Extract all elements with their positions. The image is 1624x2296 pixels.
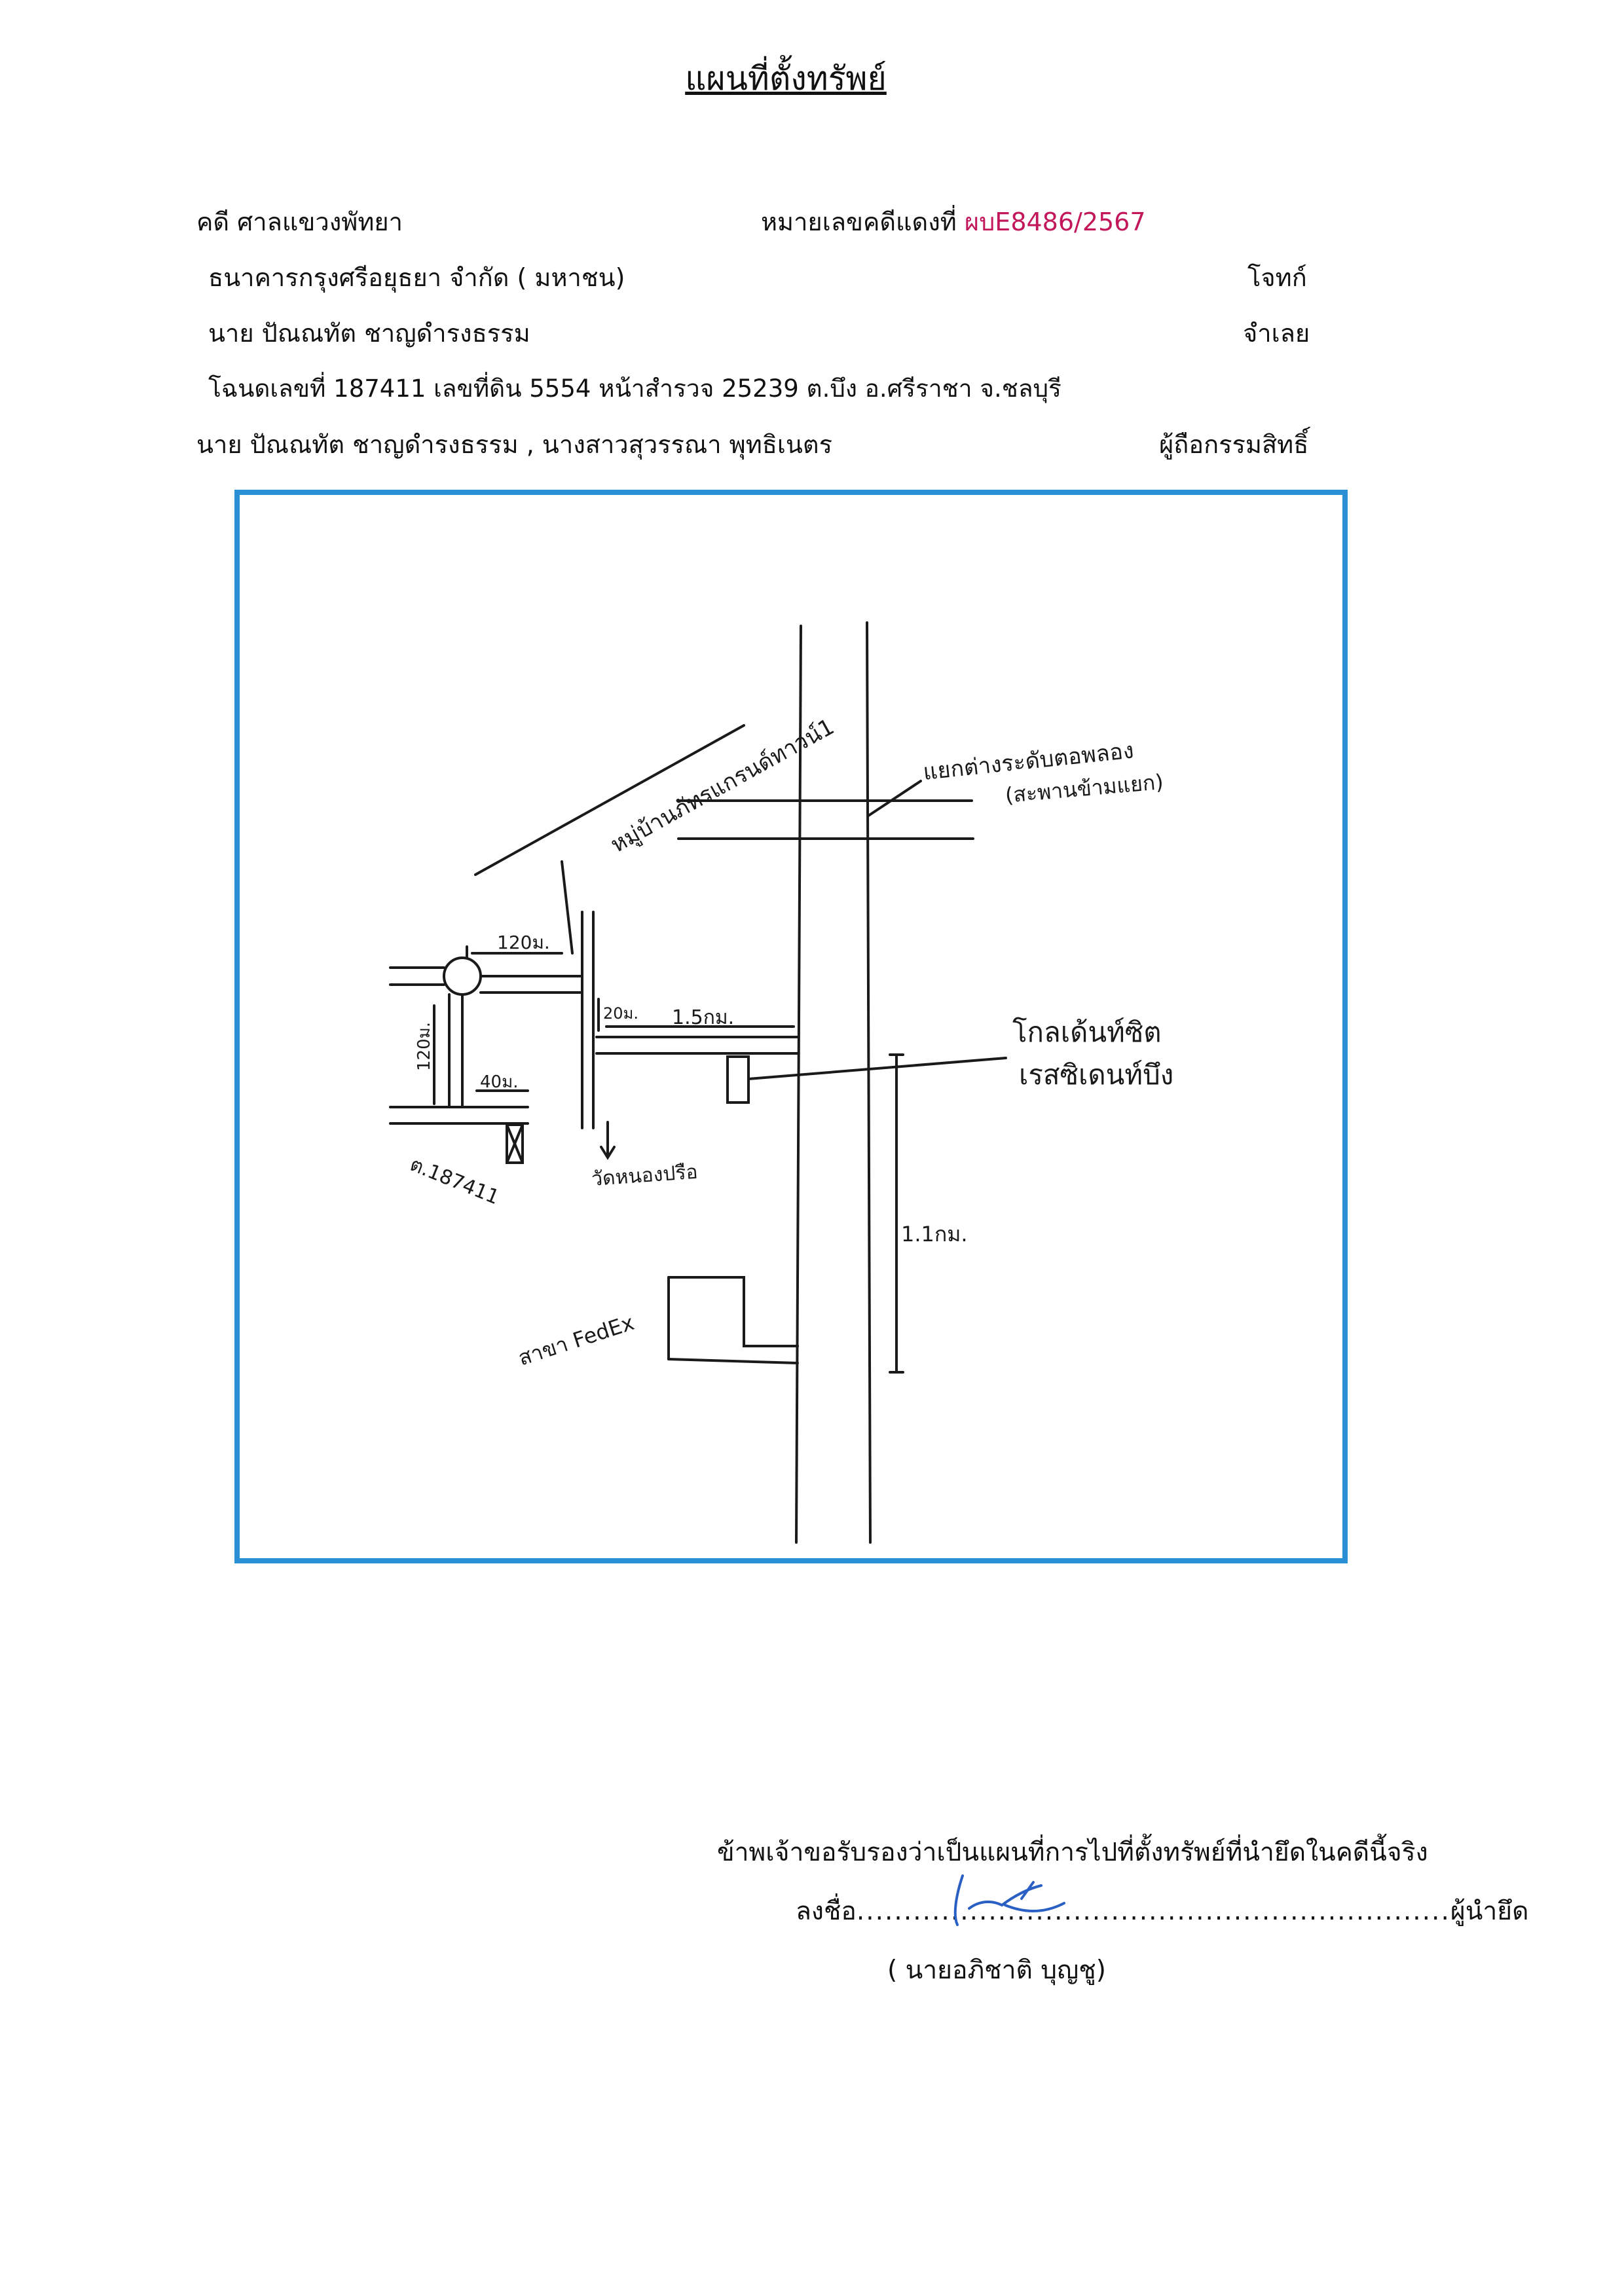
dim-120-top-label: 120ม. bbox=[497, 932, 550, 953]
dim-120-vertical-label: 120ม. bbox=[415, 1022, 434, 1071]
village-lane bbox=[561, 860, 574, 955]
parcel-label: ต.187411 bbox=[407, 1153, 502, 1209]
deed-info: โฉนดเลขที่ 187411 เลขที่ดิน 5554 หน้าสำร… bbox=[208, 374, 1061, 403]
owners-role: ผู้ถือกรรมสิทธิ์ bbox=[1159, 430, 1309, 459]
village-road bbox=[474, 724, 745, 876]
fedex-building bbox=[667, 1276, 799, 1347]
signature-mark bbox=[953, 1874, 1065, 1926]
case-number: ผบE8486/2567 bbox=[964, 208, 1146, 236]
case-label: หมายเลขคดีแดงที่ ผบE8486/2567 bbox=[761, 210, 1146, 234]
fedex-label: สาขา FedEx bbox=[515, 1310, 637, 1371]
junction-leader bbox=[867, 780, 922, 817]
signer-name: ( นายอภิชาติ บุญชู) bbox=[887, 1956, 1106, 1985]
goldencity-building bbox=[726, 1055, 750, 1104]
case-label-text: หมายเลขคดีแดงที่ bbox=[761, 208, 957, 236]
certification-statement: ข้าพเจ้าขอรับรองว่าเป็นแผนที่การไปที่ตั้… bbox=[717, 1838, 1428, 1867]
sign-role: ผู้นำยึด bbox=[1450, 1897, 1529, 1926]
defendant-name: นาย ปัณณทัต ชาญดำรงธรรม bbox=[208, 319, 530, 348]
plaintiff-name: ธนาคารกรุงศรีอยุธยา จำกัด ( มหาชน) bbox=[208, 263, 625, 292]
owners-names: นาย ปัณณทัต ชาญดำรงธรรม , นางสาวสุวรรณา … bbox=[196, 430, 832, 459]
dim-20-label: 20ม. bbox=[603, 1004, 638, 1023]
highway-right-edge bbox=[866, 621, 872, 1544]
plaintiff-role: โจทก์ bbox=[1247, 263, 1307, 292]
dim-11km-label: 1.1กม. bbox=[901, 1222, 968, 1247]
goldencity-leader bbox=[747, 1057, 1007, 1080]
temple-label: วัดหนองปรือ bbox=[591, 1161, 698, 1191]
signature-line: ลงชื่อ..................................… bbox=[796, 1899, 1528, 1924]
highway-left-edge bbox=[795, 625, 802, 1544]
map-drawing: หมู่บ้านภัทรแกรนด์ทาวน์1 แยกต่างระดับตอพ… bbox=[389, 621, 1173, 1544]
goldencity-label-2: เรสซิเดนท์บึง bbox=[1019, 1059, 1173, 1091]
goldencity-label-1: โกลเด้นท์ซิต bbox=[1012, 1016, 1162, 1048]
court-name: คดี ศาลแขวงพัทยา bbox=[196, 208, 403, 236]
roundabout bbox=[443, 957, 482, 996]
bridge-label: (สะพานข้ามแยก) bbox=[1004, 769, 1164, 808]
dim-15km-label: 1.5กม. bbox=[672, 1006, 734, 1029]
location-map: หมู่บ้านภัทรแกรนด์ทาวน์1 แยกต่างระดับตอพ… bbox=[234, 490, 1348, 1563]
sign-prefix: ลงชื่อ bbox=[796, 1897, 857, 1926]
dim-40-label: 40ม. bbox=[480, 1072, 519, 1092]
page-title: แผนที่ตั้งทรัพย์ bbox=[685, 60, 887, 98]
village-label: หมู่บ้านภัทรแกรนด์ทาวน์1 bbox=[606, 714, 839, 858]
parcel-box bbox=[506, 1123, 524, 1164]
defendant-role: จำเลย bbox=[1243, 319, 1310, 348]
